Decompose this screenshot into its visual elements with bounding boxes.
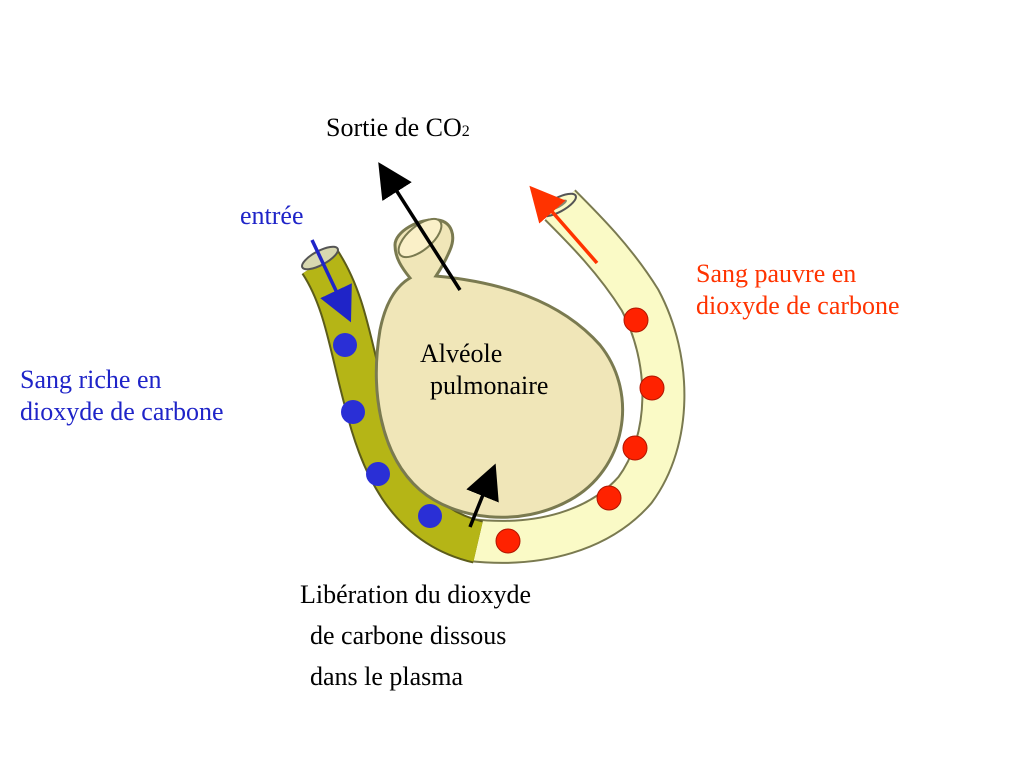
red-cell: [639, 375, 665, 401]
co2-release-label-line1: Libération du dioxyde: [300, 580, 532, 609]
blue-cell: [366, 462, 390, 486]
alveolus-label-line1: Alvéole: [420, 339, 503, 368]
co2-release-label-line2: de carbone dissous: [310, 621, 507, 650]
co2-release-arrow: [466, 463, 499, 528]
co2-release-label-line3: dans le plasma: [310, 662, 464, 691]
blue-cell: [341, 400, 365, 424]
co2-exit-label: Sortie de CO2: [326, 112, 470, 148]
alveolus-label: Alvéole pulmonaire: [420, 338, 548, 402]
rich-blood-label: Sang riche en dioxyde de carbone: [20, 364, 224, 428]
blue-cell: [418, 504, 442, 528]
red-cell: [495, 528, 521, 554]
alveolus-label-line2: pulmonaire: [430, 371, 549, 400]
poor-blood-label: Sang pauvre en dioxyde de carbone: [696, 258, 900, 322]
alveolus: [374, 217, 625, 519]
red-cells: [495, 307, 665, 554]
rich-blood-label-line2: dioxyde de carbone: [20, 397, 224, 426]
red-cell: [622, 435, 648, 461]
poor-blood-label-line2: dioxyde de carbone: [696, 291, 900, 320]
co2-release-label: Libération du dioxyde de carbone dissous…: [300, 574, 531, 697]
entry-label-text: entrée: [240, 201, 304, 230]
co2-exit-label-main: Sortie de CO: [326, 113, 462, 142]
capillary-poor-segment: [467, 189, 686, 564]
co2-exit-label-subscript: 2: [461, 123, 470, 140]
entry-label: entrée: [240, 200, 304, 232]
rich-blood-label-line1: Sang riche en: [20, 365, 162, 394]
exit-red-arrow: [529, 185, 599, 265]
entry-arrow: [310, 239, 352, 323]
poor-blood-label-line1: Sang pauvre en: [696, 259, 857, 288]
co2-exit-arrow: [378, 162, 462, 291]
blue-cells: [333, 333, 442, 528]
red-cell: [596, 485, 622, 511]
blue-cell: [333, 333, 357, 357]
red-cell: [623, 307, 649, 333]
